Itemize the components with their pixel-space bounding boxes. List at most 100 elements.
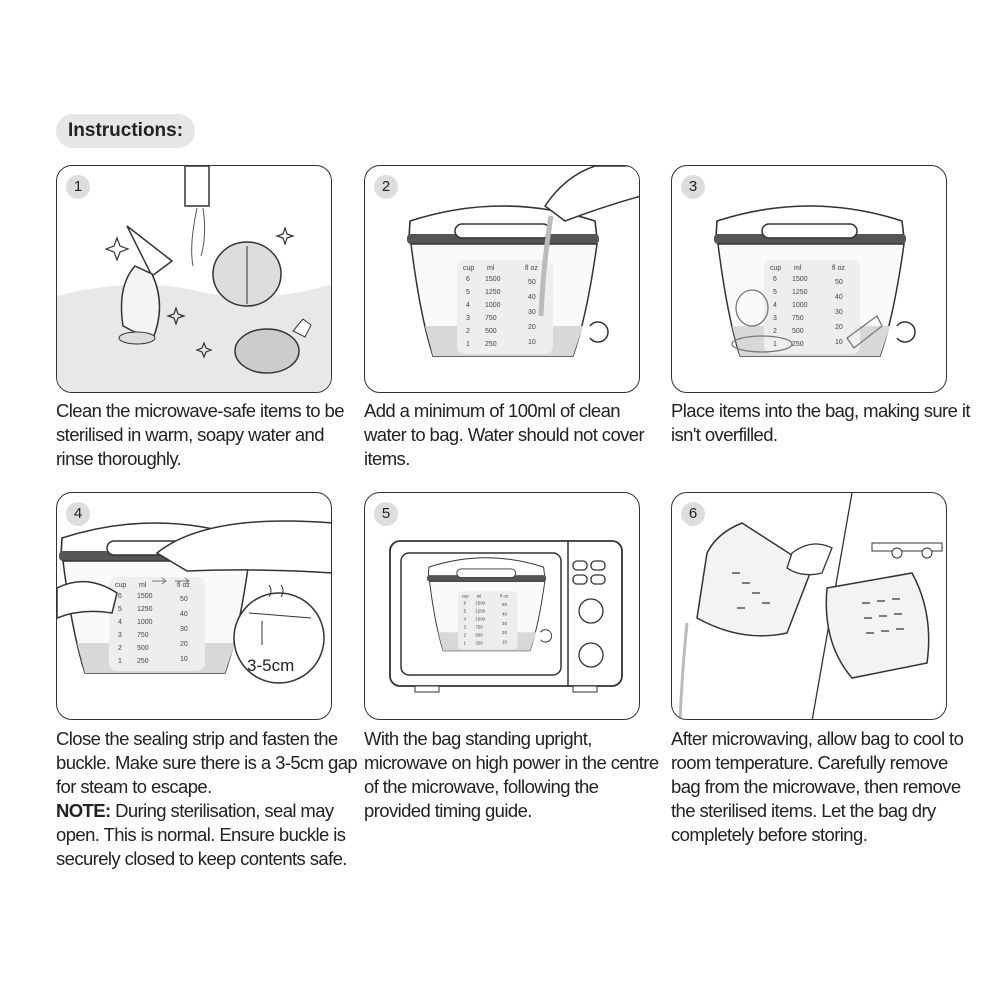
scale-label: 1250 <box>475 608 485 613</box>
scale-label: 1500 <box>792 276 808 283</box>
scale-label: 750 <box>137 632 149 639</box>
note-text: During sterilisation, seal may open. Thi… <box>56 800 347 869</box>
scale-label: 500 <box>792 328 804 335</box>
scale-label: 30 <box>502 621 507 626</box>
step-6-illustration: 6 <box>671 492 947 720</box>
step-2-text: Add a minimum of 100ml of clean water to… <box>364 400 645 469</box>
scale-label: 1000 <box>792 302 808 309</box>
arrow-icons <box>152 577 190 585</box>
scale-label: 6 <box>773 276 777 283</box>
step-5-text: With the bag standing upright, microwave… <box>364 728 659 821</box>
scale-label: 5 <box>464 608 467 613</box>
scale-label: fl oz <box>525 265 538 272</box>
scale-label: 30 <box>528 309 536 316</box>
note-label: NOTE: <box>56 800 111 821</box>
scale-label: 1000 <box>137 619 153 626</box>
scale-label: 3 <box>773 315 777 322</box>
scale-label: 250 <box>485 341 497 348</box>
step-6-text: After microwaving, allow bag to cool to … <box>671 728 964 845</box>
step-number: 6 <box>681 502 705 526</box>
scale-label: 4 <box>464 616 467 621</box>
scale-label: 1 <box>118 658 122 665</box>
scale-label: 40 <box>528 294 536 301</box>
scale-label: cup <box>115 582 126 589</box>
scale-label: 5 <box>466 289 470 296</box>
scale-label: 6 <box>464 600 467 605</box>
scale-label: 500 <box>485 328 497 335</box>
scale-label: 50 <box>528 279 536 286</box>
scale-label: 750 <box>792 315 804 322</box>
scale-label: 4 <box>118 619 122 626</box>
scale-label: 1000 <box>485 302 501 309</box>
washing-items-drawing <box>57 166 331 392</box>
scale-label: 500 <box>475 633 483 638</box>
step-number: 2 <box>374 175 398 199</box>
step-4-text: Close the sealing strip and fasten the b… <box>56 727 358 871</box>
scale-label: 1500 <box>137 593 153 600</box>
scale-label: 250 <box>137 658 149 665</box>
scale-label: 50 <box>180 596 188 603</box>
scale-label: 40 <box>180 611 188 618</box>
scale-label: 10 <box>528 339 536 346</box>
scale-label: 40 <box>502 611 507 616</box>
scale-label: 3 <box>466 315 470 322</box>
scale-label: 50 <box>835 279 843 286</box>
scale-label: 4 <box>773 302 777 309</box>
scale-label: fl oz <box>177 582 190 589</box>
instructions-heading: Instructions: <box>56 114 196 148</box>
scale-label: 1000 <box>475 616 485 621</box>
scale-label: ml <box>139 582 147 589</box>
scale-label: cup <box>770 265 781 272</box>
scale-label: ml <box>487 265 495 272</box>
scale-label: 1 <box>773 341 777 348</box>
scale-label: 1 <box>466 341 470 348</box>
drying-bag-drawing <box>678 493 943 719</box>
scale-label: 5 <box>118 606 122 613</box>
scale-label: 10 <box>502 639 507 644</box>
scale-label: fl oz <box>832 265 845 272</box>
scale-label: 250 <box>792 341 804 348</box>
scale-label: 10 <box>180 656 188 663</box>
scale-label: 20 <box>835 324 843 331</box>
step-number: 3 <box>681 175 705 199</box>
scale-label: 2 <box>773 328 777 335</box>
scale-label: fl oz <box>500 593 508 598</box>
scale-label: 20 <box>502 630 507 635</box>
scale-label: 3 <box>118 632 122 639</box>
sparkle-icons <box>104 226 295 359</box>
scale-label: 750 <box>485 315 497 322</box>
step-3-text: Place items into the bag, making sure it… <box>671 400 970 445</box>
scale-label: 2 <box>466 328 470 335</box>
scale-label: 4 <box>466 302 470 309</box>
scale-label: ml <box>477 593 482 598</box>
scale-label: 1250 <box>137 606 153 613</box>
step-number: 4 <box>66 502 90 526</box>
scale-label: 6 <box>466 276 470 283</box>
scale-label: 750 <box>475 624 483 629</box>
step-number: 5 <box>374 502 398 526</box>
scale-label: 1250 <box>485 289 501 296</box>
scale-label: 20 <box>528 324 536 331</box>
scale-label: 50 <box>502 602 507 607</box>
scale-label: 1250 <box>792 289 808 296</box>
step-4-main: Close the sealing strip and fasten the b… <box>56 728 358 797</box>
scale-label: 250 <box>475 641 483 646</box>
scale-label: cup <box>462 593 470 598</box>
scale-label: 1500 <box>485 276 501 283</box>
scale-label: 6 <box>118 593 122 600</box>
gap-label: 3-5cm <box>247 656 294 675</box>
scale-label: 1 <box>464 641 467 646</box>
scale-label: 2 <box>118 645 122 652</box>
scale-label: 1500 <box>475 600 485 605</box>
step-1-illustration: 1 <box>56 165 332 393</box>
scale-label: 3 <box>464 624 467 629</box>
step-1-text: Clean the microwave-safe items to be ste… <box>56 400 345 469</box>
